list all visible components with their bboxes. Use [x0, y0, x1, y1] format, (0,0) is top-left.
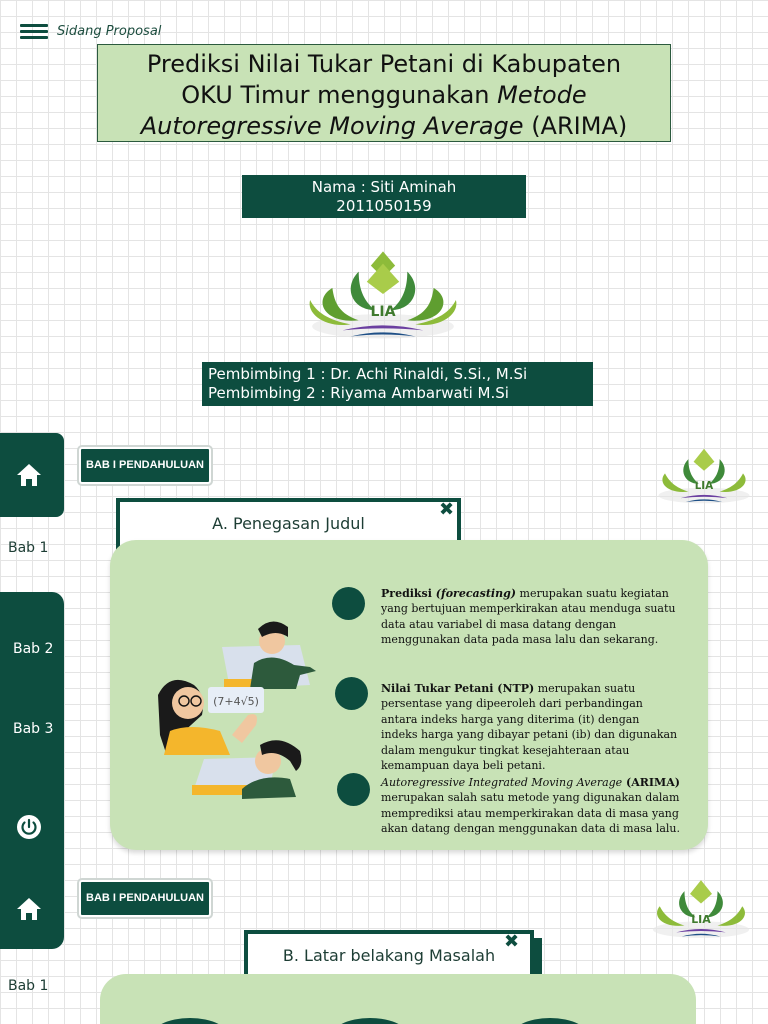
university-logo-small-2: ᒪIA [652, 880, 750, 938]
bullet-dot-b [510, 1018, 590, 1024]
supervisor-1: Pembimbing 1 : Dr. Achi Rinaldi, S.Si., … [208, 365, 528, 383]
definition-prediksi: Prediksi (forecasting) merupakan suatu k… [381, 587, 676, 647]
chapter-button-2[interactable]: BAB I PENDAHULUAN [79, 880, 211, 917]
sidebar-home-block [0, 433, 64, 517]
definition-arima: Autoregressive Integrated Moving Average… [381, 776, 681, 836]
sidebar-item-bab1[interactable]: Bab 1 [8, 540, 49, 556]
section-b-title-text: B. Latar belakang Masalah [282, 946, 496, 965]
student-name: Nama : Siti Aminah [311, 178, 457, 196]
sidebar-item-bab3[interactable]: Bab 3 [13, 721, 54, 737]
section-a-title-text: A. Penegasan Judul [212, 514, 365, 533]
bullet-dot [332, 587, 365, 620]
title-line-1: Prediksi Nilai Tukar Petani di Kabupaten [146, 50, 622, 78]
bullet-dot-b [330, 1018, 410, 1024]
svg-text:ᒪIA: ᒪIA [370, 304, 395, 320]
content-card-b [100, 974, 696, 1024]
definition-ntp: Nilai Tukar Petani (NTP) merupakan suatu… [381, 682, 678, 773]
sidebar-item-bab1-bottom[interactable]: Bab 1 [8, 978, 49, 994]
teacher-students-illustration: (7+4√5) [158, 621, 316, 799]
equation-text: (7+4√5) [213, 695, 259, 708]
title-line-2: OKU Timur menggunakan Metode [181, 81, 587, 109]
menu-label: Sidang Proposal [57, 24, 162, 39]
home-icon[interactable] [15, 896, 43, 922]
student-info: Nama : Siti Aminah 2011050159 [242, 175, 526, 218]
university-logo: ᒪIA [309, 251, 457, 339]
bullet-dot [337, 773, 370, 806]
svg-text:ᒪIA: ᒪIA [691, 913, 711, 926]
svg-text:ᒪIA: ᒪIA [695, 480, 713, 492]
bullet-dot-b [150, 1018, 230, 1024]
power-icon[interactable] [16, 814, 42, 840]
presentation-title: Prediksi Nilai Tukar Petani di Kabupaten… [97, 44, 671, 142]
sidebar-nav-block: Bab 2 Bab 3 [0, 592, 64, 949]
sidebar-item-bab2[interactable]: Bab 2 [13, 641, 54, 657]
supervisors-box: Pembimbing 1 : Dr. Achi Rinaldi, S.Si., … [202, 362, 593, 406]
menu-icon[interactable] [20, 24, 48, 42]
close-icon[interactable]: ✖ [439, 499, 455, 520]
supervisor-2: Pembimbing 2 : Riyama Ambarwati M.Si [208, 384, 509, 402]
title-line-3: Autoregressive Moving Average (ARIMA) [140, 112, 628, 140]
chapter-button[interactable]: BAB I PENDAHULUAN [79, 447, 211, 484]
close-icon-b[interactable]: ✖ [504, 931, 520, 952]
home-icon[interactable] [15, 462, 43, 488]
university-logo-small: ᒪIA [658, 448, 750, 504]
bullet-dot [335, 677, 368, 710]
student-nim: 2011050159 [336, 197, 432, 215]
